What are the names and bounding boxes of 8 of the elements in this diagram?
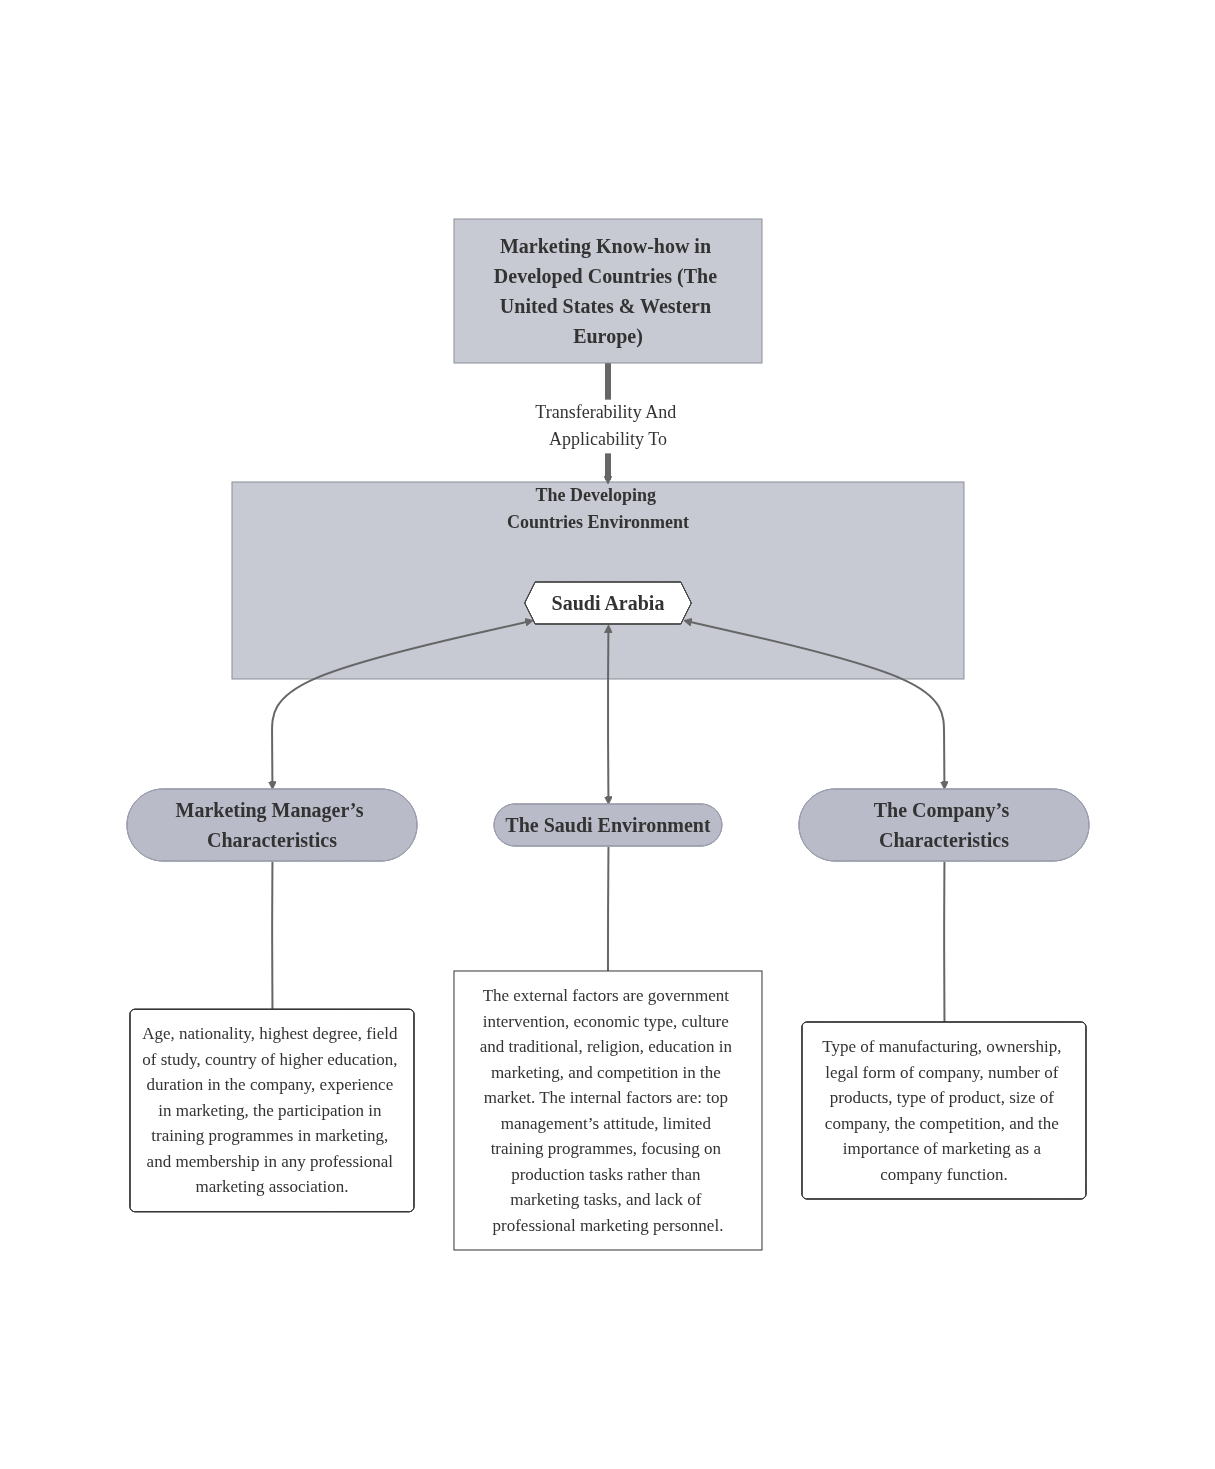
arrow — [267, 617, 534, 790]
connector — [606, 845, 609, 972]
edge-label: Transferability And Applicability To — [534, 402, 676, 450]
connector — [270, 860, 273, 1011]
arrow — [682, 617, 949, 790]
node-box: The external factors are government intervention, economic type, culture and traditional, religion, education in marketing, and competition in the market. The internal factors are: top management’s attitude, limited training programmes, focusing on production tasks rather than marketing tasks, and lack of professional marketing personnel. — [453, 970, 762, 1251]
node-box: Marketing Know-how in Developed Countries (The United States & Western Europe) — [453, 218, 762, 364]
arrow — [603, 624, 613, 805]
